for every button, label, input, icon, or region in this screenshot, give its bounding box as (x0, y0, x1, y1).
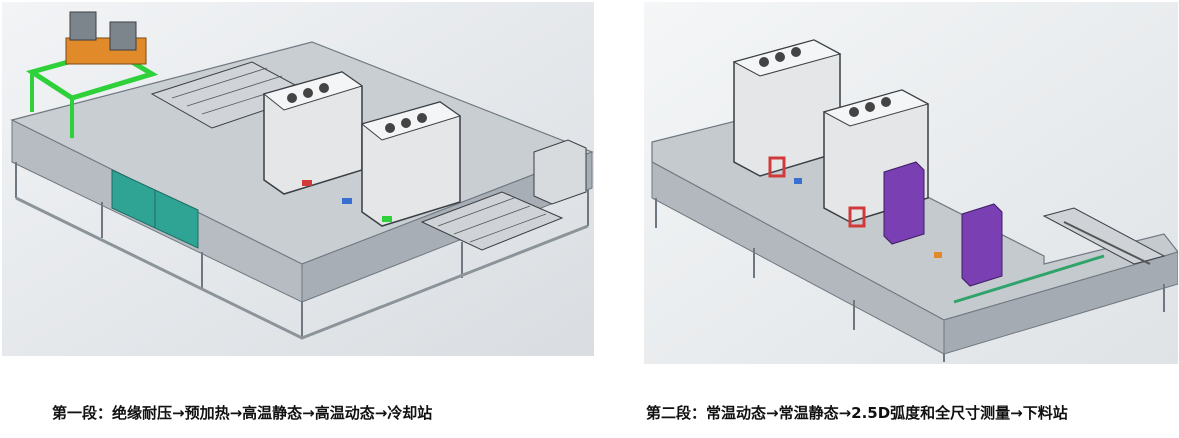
stage2-line-drawing (644, 2, 1178, 364)
red-fixture-1 (768, 156, 786, 178)
high-temp-dynamic-oven (360, 101, 462, 227)
red-fixture-2 (848, 206, 866, 228)
control-box (533, 139, 587, 205)
measurement-cover-2 (961, 203, 1003, 287)
high-temp-static-oven (262, 71, 364, 195)
measurement-cover-1 (883, 161, 925, 245)
press-cylinder-1 (69, 11, 97, 41)
stage1-line-drawing (2, 2, 594, 356)
stage1-machine-render (2, 2, 594, 356)
stage2-caption: 第二段：常温动态→常温静态→2.5D弧度和全尺寸测量→下料站 (646, 404, 1068, 422)
frame-legs (15, 162, 589, 338)
cooling-tray (420, 191, 564, 251)
press-cylinder-2 (109, 21, 137, 51)
stage2-machine-render (644, 2, 1178, 364)
ambient-dynamic-chamber (732, 39, 842, 177)
stage1-caption: 第一段：绝缘耐压→预加热→高温静态→高温动态→冷却站 (52, 404, 433, 422)
unloading-arm (1042, 207, 1166, 265)
frame-legs (655, 198, 1165, 362)
